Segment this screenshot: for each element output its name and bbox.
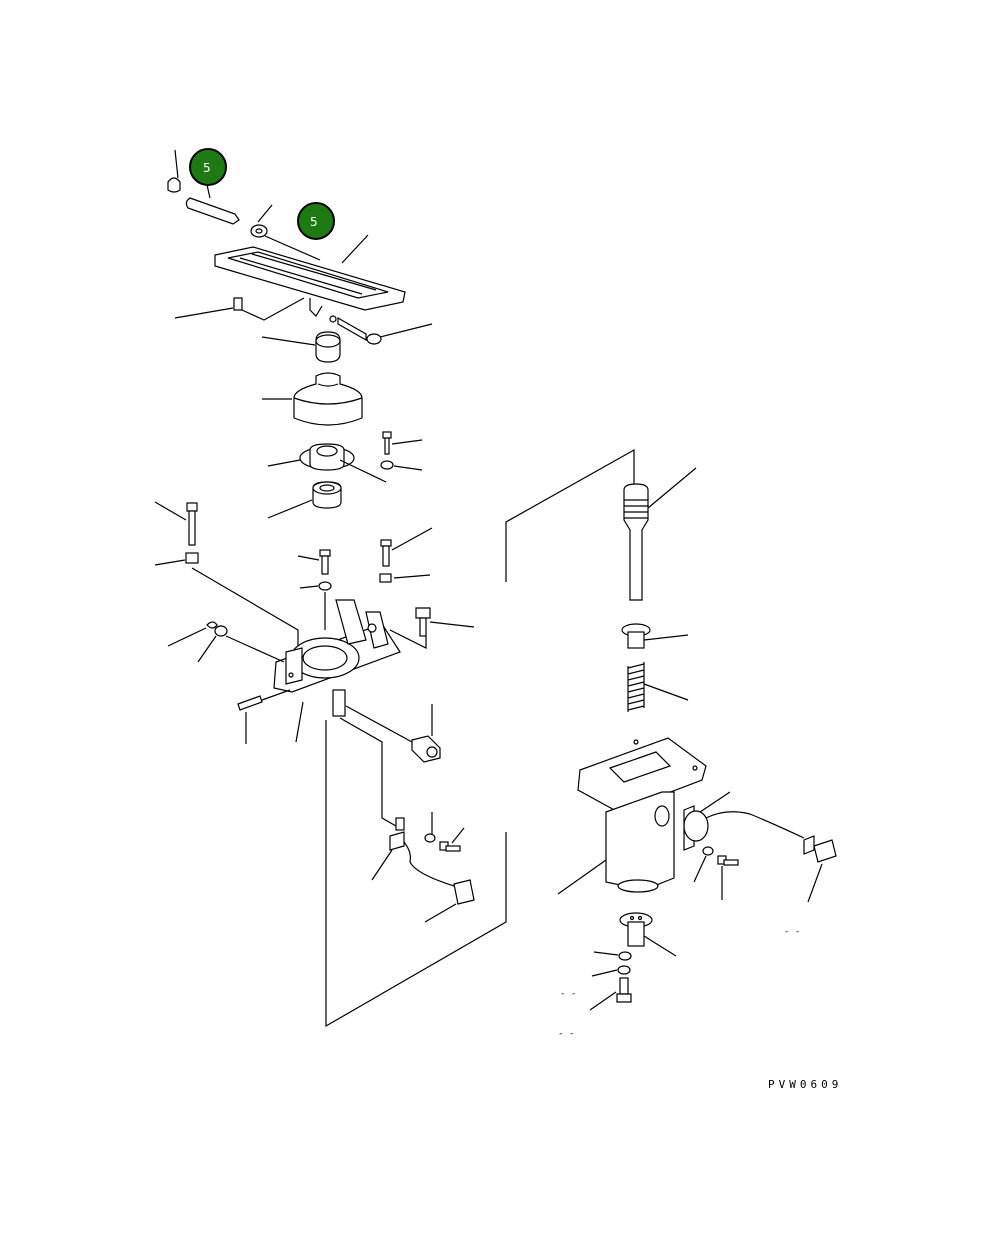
tick-mark-2: - - xyxy=(560,989,576,999)
flange-bolt xyxy=(389,607,475,649)
stopper xyxy=(261,331,341,363)
seat-plate xyxy=(267,443,387,483)
right-washer-bolt xyxy=(693,846,739,900)
drawing-code: PVW0609 xyxy=(768,1078,842,1091)
small-bolt-1 xyxy=(380,431,423,471)
bottom-fasteners xyxy=(589,951,632,1011)
wire-harness xyxy=(339,717,475,923)
pedal-plate xyxy=(174,234,406,323)
boot xyxy=(262,372,363,426)
clevis-pin-group xyxy=(167,149,240,225)
base-bracket xyxy=(273,599,401,743)
callout-marker: 5 xyxy=(297,202,335,240)
clip-washer xyxy=(167,621,285,663)
tick-mark-3: - - xyxy=(558,1029,574,1039)
housing xyxy=(557,737,707,895)
callout-label-1: 5 xyxy=(203,161,211,175)
callout-marker: 5 xyxy=(189,148,227,186)
switch xyxy=(345,704,441,763)
leader-frame xyxy=(325,448,635,1028)
pedal-bolt xyxy=(337,316,433,345)
plunger xyxy=(619,912,677,957)
long-bolt xyxy=(154,501,299,650)
spring xyxy=(627,662,689,712)
callout-label-2: 5 xyxy=(310,215,318,229)
buzzer xyxy=(683,791,837,903)
tick-mark-1: - - xyxy=(784,927,800,937)
callout-circle-1 xyxy=(189,148,227,186)
callout-circle-2 xyxy=(297,202,335,240)
lever-shaft xyxy=(623,467,697,601)
washer-group xyxy=(250,204,321,261)
roll-pin xyxy=(237,689,291,744)
bushing xyxy=(267,481,342,519)
spring-seat xyxy=(621,623,689,649)
small-bolt-2 xyxy=(297,549,332,630)
small-bolt-3 xyxy=(379,527,433,583)
